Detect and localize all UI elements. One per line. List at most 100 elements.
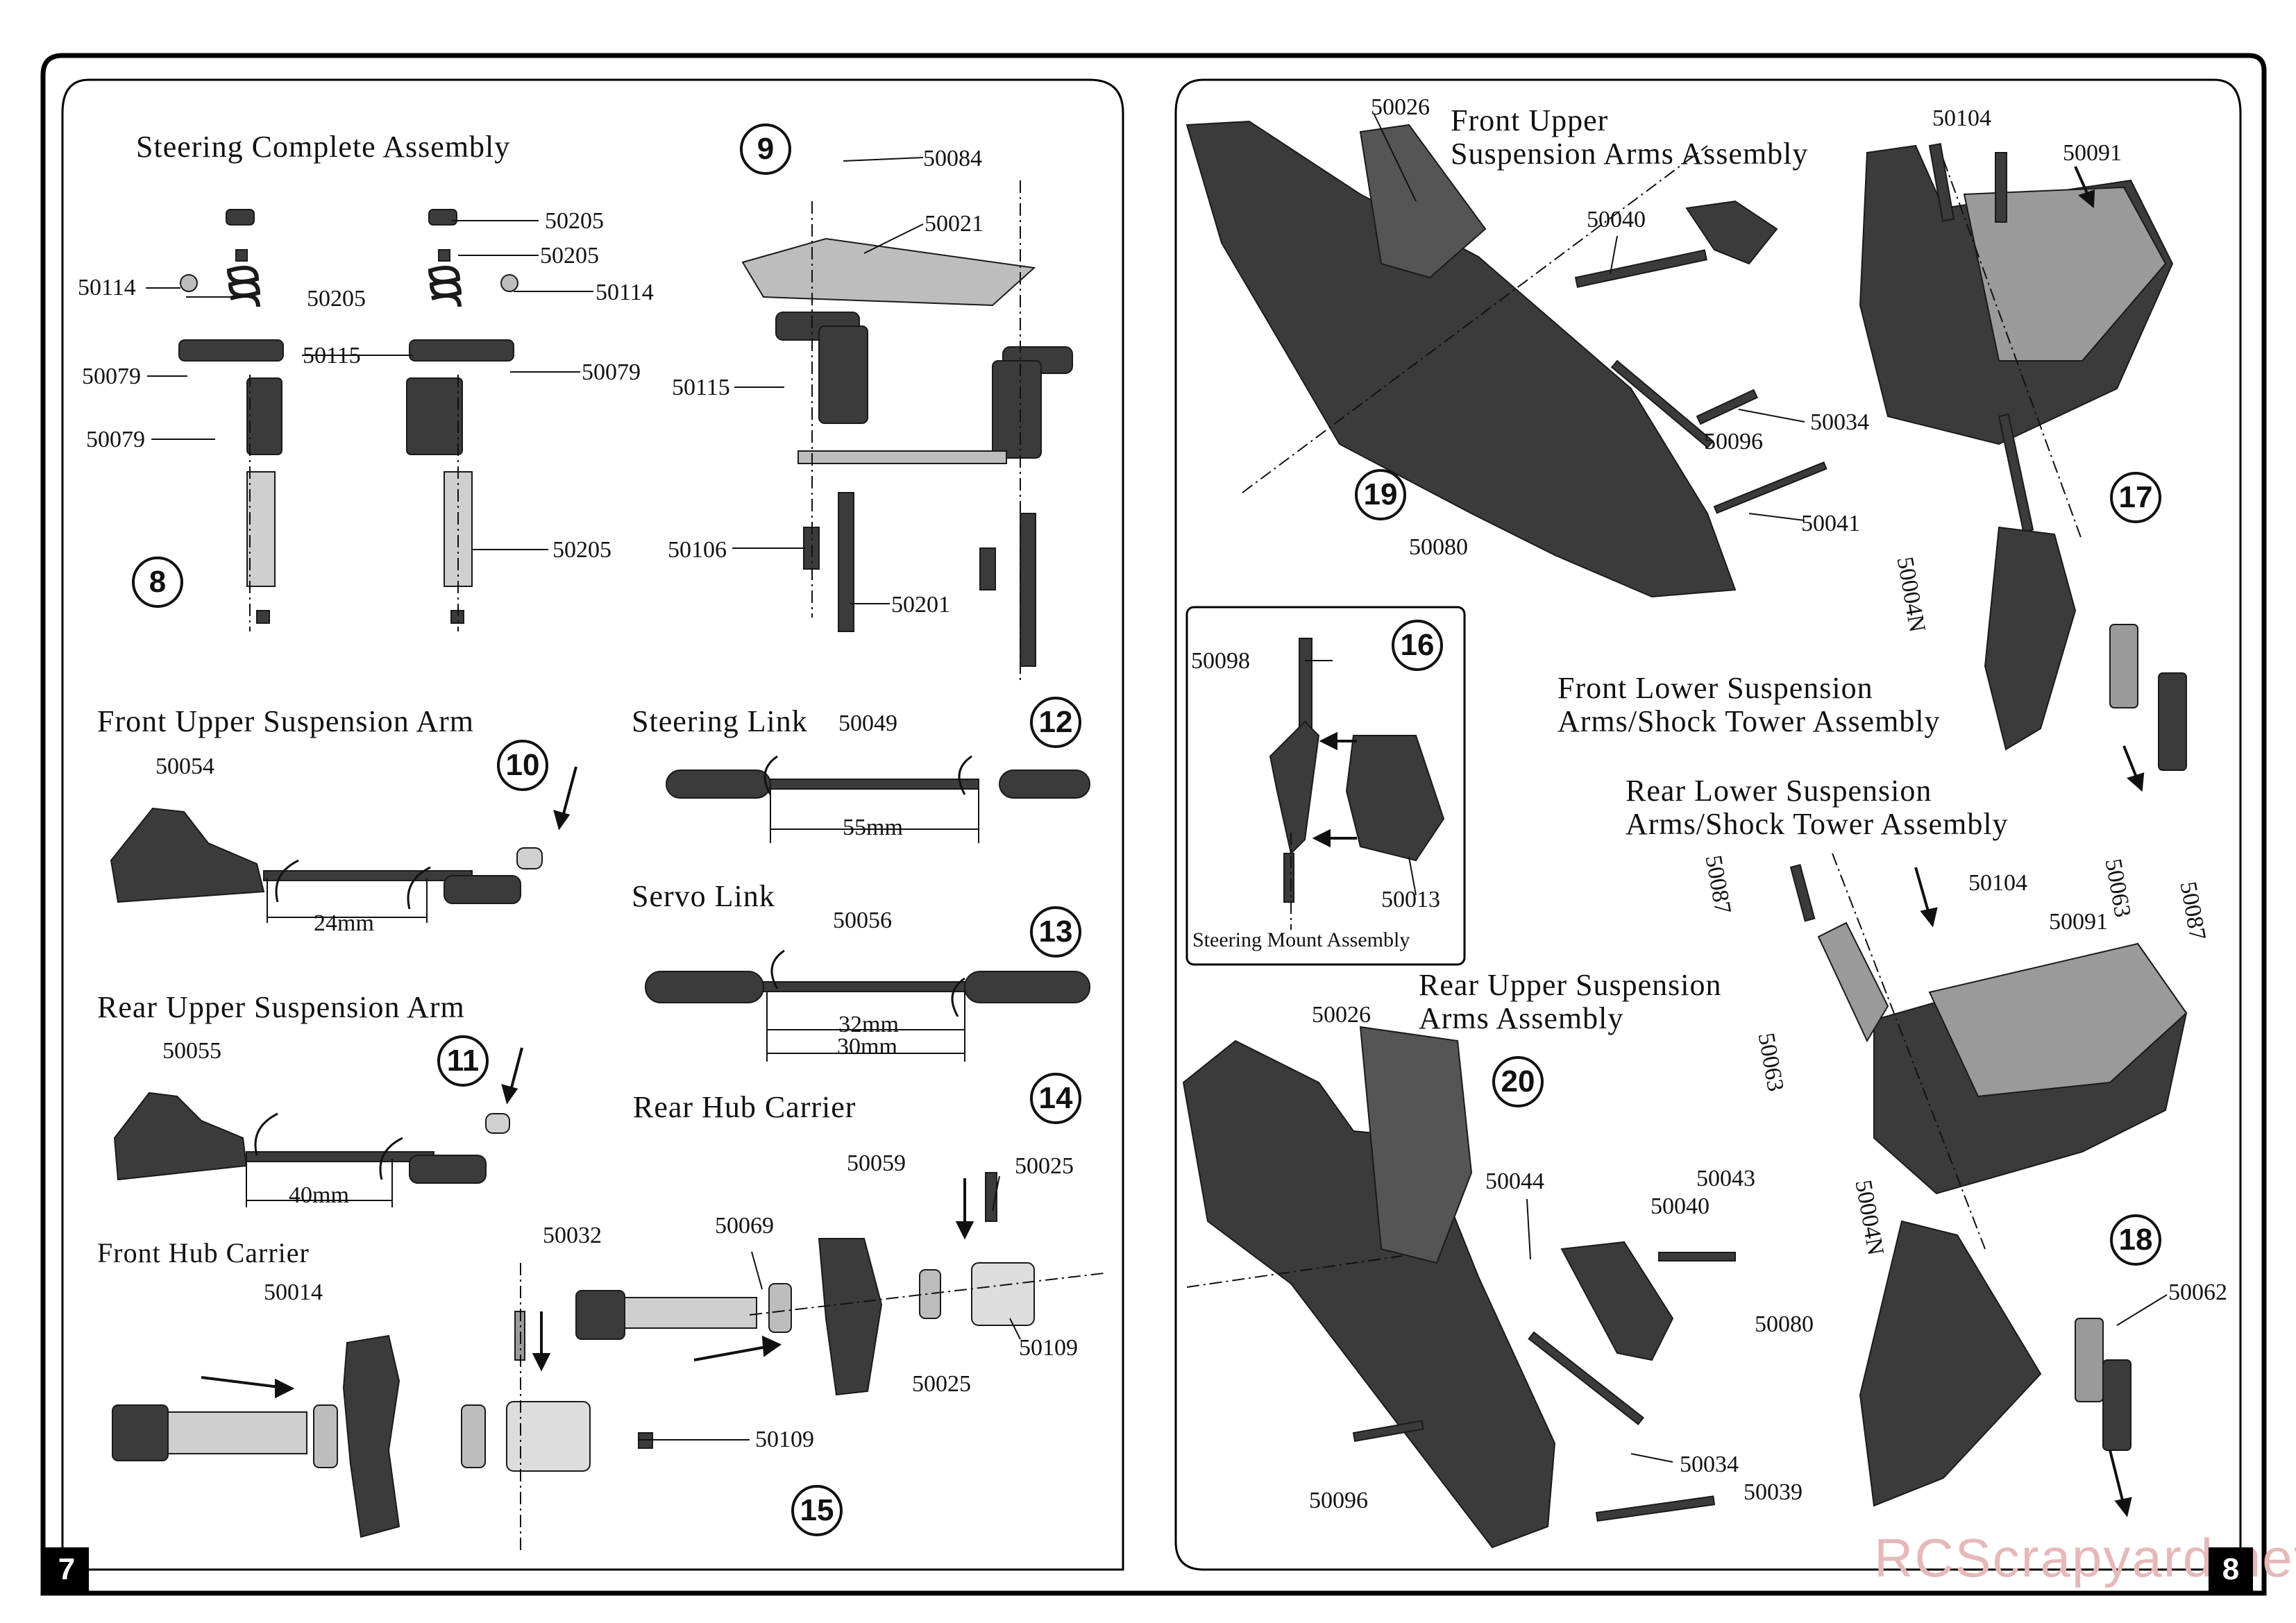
step-badge-14: 14 bbox=[1030, 1073, 1081, 1124]
dimension-label: 40mm bbox=[289, 1182, 349, 1208]
part-label: 50054 bbox=[155, 754, 214, 779]
steering-mount-drawing bbox=[1269, 638, 1445, 903]
title-front-upper-suspension-arm: Front Upper Suspension Arm bbox=[97, 704, 474, 738]
center-lines bbox=[249, 145, 2083, 1554]
rear-hub-drawing bbox=[575, 1172, 1035, 1396]
part-label: 50021 bbox=[925, 211, 984, 237]
title-rear-hub-carrier: Rear Hub Carrier bbox=[633, 1090, 856, 1124]
part-label: 50013 bbox=[1381, 887, 1440, 912]
part-label: 50040 bbox=[1587, 207, 1646, 232]
steering-post-right bbox=[406, 209, 518, 624]
part-label: 50205 bbox=[545, 208, 604, 234]
title-rear-upper-suspension-arm: Rear Upper Suspension Arm bbox=[97, 990, 465, 1024]
part-label: 50043 bbox=[1696, 1166, 1755, 1191]
rotation-arrows bbox=[254, 755, 972, 1180]
part-label: 50109 bbox=[755, 1427, 814, 1452]
title-rear-upper-line2: Arms Assembly bbox=[1419, 1001, 1624, 1035]
title-front-hub-carrier: Front Hub Carrier bbox=[97, 1237, 310, 1268]
part-label: 50049 bbox=[838, 711, 897, 736]
part-label: 50079 bbox=[86, 427, 145, 452]
caption-steering-mount-assembly: Steering Mount Assembly bbox=[1192, 928, 1410, 951]
part-label: 50106 bbox=[668, 537, 727, 563]
dimension-label: 32mm bbox=[838, 1012, 899, 1037]
part-label: 50079 bbox=[582, 359, 641, 385]
part-label: 50115 bbox=[672, 375, 730, 400]
part-label: 50098 bbox=[1191, 648, 1250, 674]
title-steering-link: Steering Link bbox=[632, 704, 808, 738]
title-rear-upper-line1: Rear Upper Suspension bbox=[1419, 968, 1722, 1002]
rear-upper-arm-drawing bbox=[113, 1091, 510, 1184]
dimension-marks bbox=[246, 790, 979, 1207]
part-label: 50034 bbox=[1680, 1452, 1739, 1477]
title-servo-link: Servo Link bbox=[632, 879, 775, 913]
part-label: 50096 bbox=[1704, 429, 1763, 454]
step-badge-12: 12 bbox=[1030, 697, 1081, 748]
part-label: 50039 bbox=[1744, 1479, 1803, 1505]
part-label: 50084 bbox=[923, 146, 982, 171]
title-front-upper-suspension-arms-line2: Suspension Arms Assembly bbox=[1451, 137, 1809, 171]
step-badge-10: 10 bbox=[497, 740, 548, 791]
part-label: 50041 bbox=[1801, 511, 1860, 536]
rear-chassis-drawing bbox=[1182, 1026, 1736, 1549]
step-badge-8: 8 bbox=[132, 556, 183, 608]
part-label: 50069 bbox=[715, 1213, 774, 1239]
part-label: 50096 bbox=[1309, 1488, 1368, 1513]
rear-tower-drawing bbox=[1789, 864, 2188, 1507]
step-badge-13: 13 bbox=[1030, 906, 1081, 958]
step-badge-16: 16 bbox=[1392, 620, 1443, 671]
right-page-frame bbox=[1174, 78, 2242, 1571]
dimension-label: 24mm bbox=[314, 910, 374, 936]
part-label: 50044 bbox=[1485, 1169, 1544, 1194]
part-label: 50109 bbox=[1019, 1335, 1078, 1361]
part-label: 50025 bbox=[1015, 1153, 1074, 1179]
part-label: 50055 bbox=[162, 1038, 221, 1064]
part-label: 50091 bbox=[2049, 909, 2108, 935]
part-label: 50115 bbox=[303, 343, 361, 368]
dimension-label: 55mm bbox=[843, 815, 903, 840]
steering-mount-box bbox=[1185, 606, 1466, 966]
part-label: 50104 bbox=[1968, 870, 2027, 896]
front-hub-drawing bbox=[112, 1311, 653, 1538]
dimension-label: 30mm bbox=[837, 1034, 897, 1060]
page-number-right: 8 bbox=[2209, 1547, 2253, 1592]
part-label: 50114 bbox=[78, 275, 136, 300]
left-page-frame bbox=[61, 78, 1124, 1571]
title-rear-lower-line2: Arms/Shock Tower Assembly bbox=[1626, 807, 2009, 841]
part-label: 50056 bbox=[833, 908, 892, 933]
part-label: 50104 bbox=[1932, 105, 1991, 131]
outer-frame bbox=[40, 53, 2267, 1596]
step-badge-18: 18 bbox=[2110, 1214, 2161, 1266]
steering-link-drawing bbox=[666, 770, 1090, 799]
page-number-left: 7 bbox=[44, 1547, 89, 1592]
part-label: 50079 bbox=[82, 364, 141, 389]
step-badge-11: 11 bbox=[437, 1035, 489, 1087]
steering-post-left bbox=[178, 209, 284, 624]
title-steering-complete-assembly: Steering Complete Assembly bbox=[136, 130, 511, 164]
part-label: 50205 bbox=[540, 243, 599, 269]
front-chassis-drawing bbox=[1185, 120, 1827, 598]
part-label: 50040 bbox=[1651, 1193, 1710, 1219]
part-label: 50026 bbox=[1371, 94, 1430, 120]
title-front-lower-line1: Front Lower Suspension bbox=[1558, 671, 1873, 705]
servo-link-drawing bbox=[645, 971, 1090, 1003]
part-label: 50080 bbox=[1409, 534, 1468, 560]
front-upper-arm-drawing bbox=[110, 807, 543, 904]
part-label: 50034 bbox=[1810, 409, 1869, 435]
step-badge-20: 20 bbox=[1492, 1056, 1544, 1107]
part-label: 50059 bbox=[847, 1150, 906, 1176]
part-label: 50014 bbox=[264, 1280, 323, 1305]
step-badge-17: 17 bbox=[2110, 472, 2161, 523]
part-label: 50032 bbox=[543, 1223, 602, 1248]
servo-saver-drawing bbox=[741, 237, 1073, 667]
step-badge-15: 15 bbox=[791, 1485, 843, 1536]
part-label: 50080 bbox=[1755, 1311, 1814, 1337]
assembly-arrows bbox=[201, 166, 2145, 1518]
step-badge-9: 9 bbox=[740, 124, 791, 175]
part-label: 50062 bbox=[2168, 1280, 2227, 1305]
part-label: 50205 bbox=[552, 537, 611, 563]
title-front-upper-suspension-arms-line1: Front Upper bbox=[1451, 103, 1609, 137]
part-label: 50205 bbox=[307, 286, 366, 312]
part-label: 50025 bbox=[912, 1371, 971, 1397]
part-label: 50114 bbox=[596, 280, 654, 305]
part-label: 50026 bbox=[1312, 1002, 1371, 1028]
